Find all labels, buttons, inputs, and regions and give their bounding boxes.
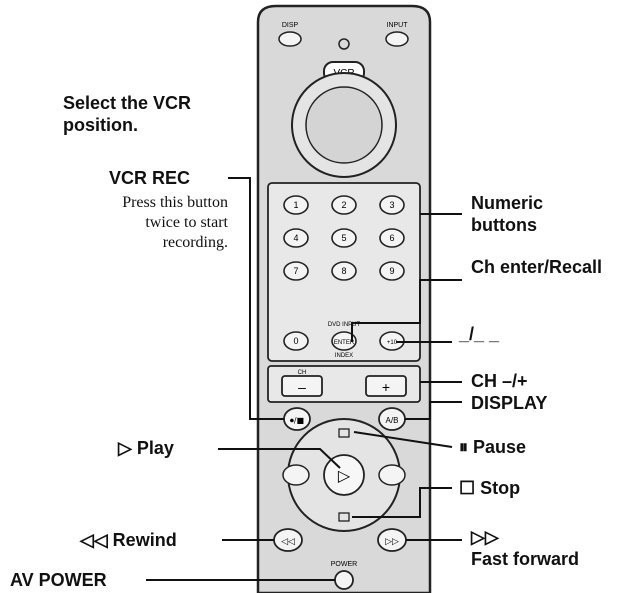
vcr-rec-note-line1: Press this button xyxy=(122,194,228,211)
ch-enter-recall-callout: Ch enter/Recall xyxy=(471,257,603,277)
numeric-key-7[interactable] xyxy=(331,261,357,281)
input-button[interactable] xyxy=(385,31,409,47)
numeric-key-5[interactable] xyxy=(379,228,405,248)
power-indicator-icon xyxy=(338,38,350,50)
numeric-key-label-11: +10 xyxy=(387,340,398,346)
skip-forward-button[interactable] xyxy=(378,464,406,486)
disp-button[interactable] xyxy=(278,31,302,47)
numeric-key-6[interactable] xyxy=(283,261,309,281)
play-key-label: ▷ xyxy=(338,466,351,485)
leader-play xyxy=(218,448,341,469)
numeric-key-10[interactable] xyxy=(331,331,357,351)
select-vcr-line2: position. xyxy=(63,115,138,135)
numeric-key-label-7: 8 xyxy=(341,266,346,276)
numeric-key-8[interactable] xyxy=(379,261,405,281)
leader-lines xyxy=(146,177,462,581)
numeric-key-label-9: 0 xyxy=(293,336,298,346)
skip-back-button[interactable] xyxy=(282,464,310,486)
numeric-key-label-10: ENTER xyxy=(334,340,355,346)
numeric-key-3[interactable] xyxy=(283,228,309,248)
display-key-label: A/B xyxy=(386,416,399,425)
leader-display xyxy=(405,401,462,420)
mode-dial-center xyxy=(305,86,383,164)
ff-key-icon: ▷▷ xyxy=(385,537,399,547)
ch-caption: CH xyxy=(298,370,307,376)
av-power-callout: AV POWER xyxy=(10,570,107,590)
disp-label: DISP xyxy=(282,22,299,29)
select-vcr-position-callout: Select the VCR position. xyxy=(63,92,191,136)
ch-minus-label: – xyxy=(298,379,306,395)
ch-minus-button[interactable] xyxy=(281,375,323,397)
fast-forward-callout: ▷▷ Fast forward xyxy=(471,526,579,570)
leader-stop xyxy=(352,487,452,518)
vcr-rec-note-line3: recording. xyxy=(162,234,228,251)
leader-pause xyxy=(353,431,453,448)
dash-callout: _/_ _ xyxy=(459,324,500,344)
stop-callout: ☐ Stop xyxy=(459,478,521,498)
index-caption: INDEX xyxy=(335,353,353,359)
input-label: INPUT xyxy=(387,22,409,29)
ch-minus-plus-callout: CH –/+ xyxy=(471,371,528,391)
numeric-key-4[interactable] xyxy=(331,228,357,248)
leader-vcr-rec xyxy=(228,177,284,420)
dvd-input-caption: DVD INPUT xyxy=(328,322,361,328)
numeric-key-1[interactable] xyxy=(331,195,357,215)
ff-line1: ▷▷ xyxy=(471,527,499,547)
power-caption: POWER xyxy=(331,561,357,568)
rewind-callout: ◁◁ Rewind xyxy=(80,530,177,550)
numeric-key-label-1: 2 xyxy=(341,200,346,210)
numeric-key-label-4: 5 xyxy=(341,233,346,243)
pause-icon xyxy=(338,428,350,438)
numeric-key-0[interactable] xyxy=(283,195,309,215)
vcr-rec-note: Press this button twice to start recordi… xyxy=(52,193,228,253)
play-callout: ▷ Play xyxy=(118,438,174,458)
ch-plus-button[interactable] xyxy=(365,375,407,397)
vcr-rec-note-line2: twice to start xyxy=(145,214,228,231)
rewind-key-icon: ◁◁ xyxy=(281,537,295,547)
numeric-key-label-2: 3 xyxy=(389,200,394,210)
vcr-rec-key-label: ⏺/■ xyxy=(290,416,304,425)
stop-icon xyxy=(338,512,350,522)
numeric-key-2[interactable] xyxy=(379,195,405,215)
ff-line2: Fast forward xyxy=(471,549,580,569)
numeric-key-label-8: 9 xyxy=(389,266,394,276)
numeric-line2: buttons xyxy=(471,215,537,235)
numeric-key-9[interactable] xyxy=(283,331,309,351)
display-callout: DISPLAY xyxy=(471,393,548,413)
numeric-buttons-callout: Numeric buttons xyxy=(471,192,543,236)
vcr-rec-callout: VCR REC xyxy=(109,168,191,188)
numeric-key-label-5: 6 xyxy=(389,233,394,243)
play-button[interactable] xyxy=(323,454,365,496)
select-vcr-line1: Select the VCR xyxy=(63,93,192,113)
ch-plus-label: + xyxy=(382,379,390,395)
numeric-key-label-3: 4 xyxy=(293,233,298,243)
av-power-button[interactable] xyxy=(334,570,354,590)
leader-ch-enter xyxy=(351,279,462,342)
pause-callout: ⏸ Pause xyxy=(459,437,527,457)
numeric-line1: Numeric xyxy=(471,193,544,213)
numeric-key-label-0: 1 xyxy=(293,200,298,210)
numeric-key-label-6: 7 xyxy=(293,266,298,276)
